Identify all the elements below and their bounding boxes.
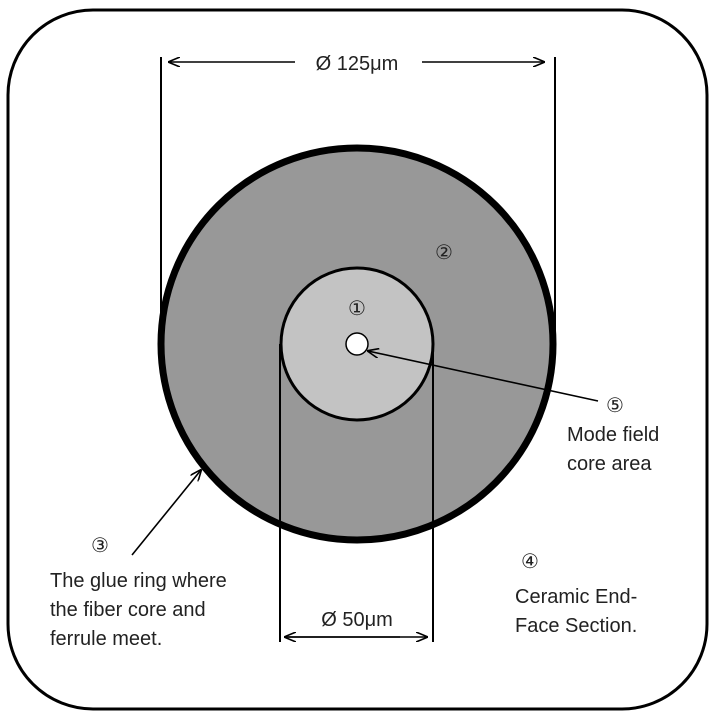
marker-glue-ring: ③	[91, 533, 109, 557]
ceramic-end-face-label-line-2: Face Section.	[515, 615, 637, 637]
mode-field-core	[345, 332, 369, 356]
mode-field-label: Mode field core area	[567, 424, 665, 475]
glue-ring-label-line-1: The glue ring where	[50, 570, 227, 592]
marker-mode-field: ⑤	[606, 393, 624, 417]
ceramic-end-face-label-line-1: Ceramic End-	[515, 586, 637, 608]
glue-ring-leader	[131, 470, 201, 556]
glue-ring-label: The glue ring where the fiber core and f…	[50, 570, 232, 650]
marker-core: ①	[348, 296, 366, 320]
mode-field-leader	[368, 351, 599, 402]
mode-field-label-line-1: Mode field	[567, 424, 659, 446]
marker-ceramic-end-face: ④	[521, 549, 539, 573]
core-dimension-label: Ø 50μm	[321, 609, 393, 631]
mode-field-label-line-2: core area	[567, 453, 652, 475]
glue-ring-label-line-2: the fiber core and	[50, 599, 206, 621]
glue-ring-label-line-3: ferrule meet.	[50, 628, 162, 650]
ceramic-end-face-label: Ceramic End- Face Section.	[515, 586, 643, 637]
marker-cladding: ②	[435, 240, 453, 264]
outer-dimension-label: Ø 125μm	[316, 53, 399, 75]
